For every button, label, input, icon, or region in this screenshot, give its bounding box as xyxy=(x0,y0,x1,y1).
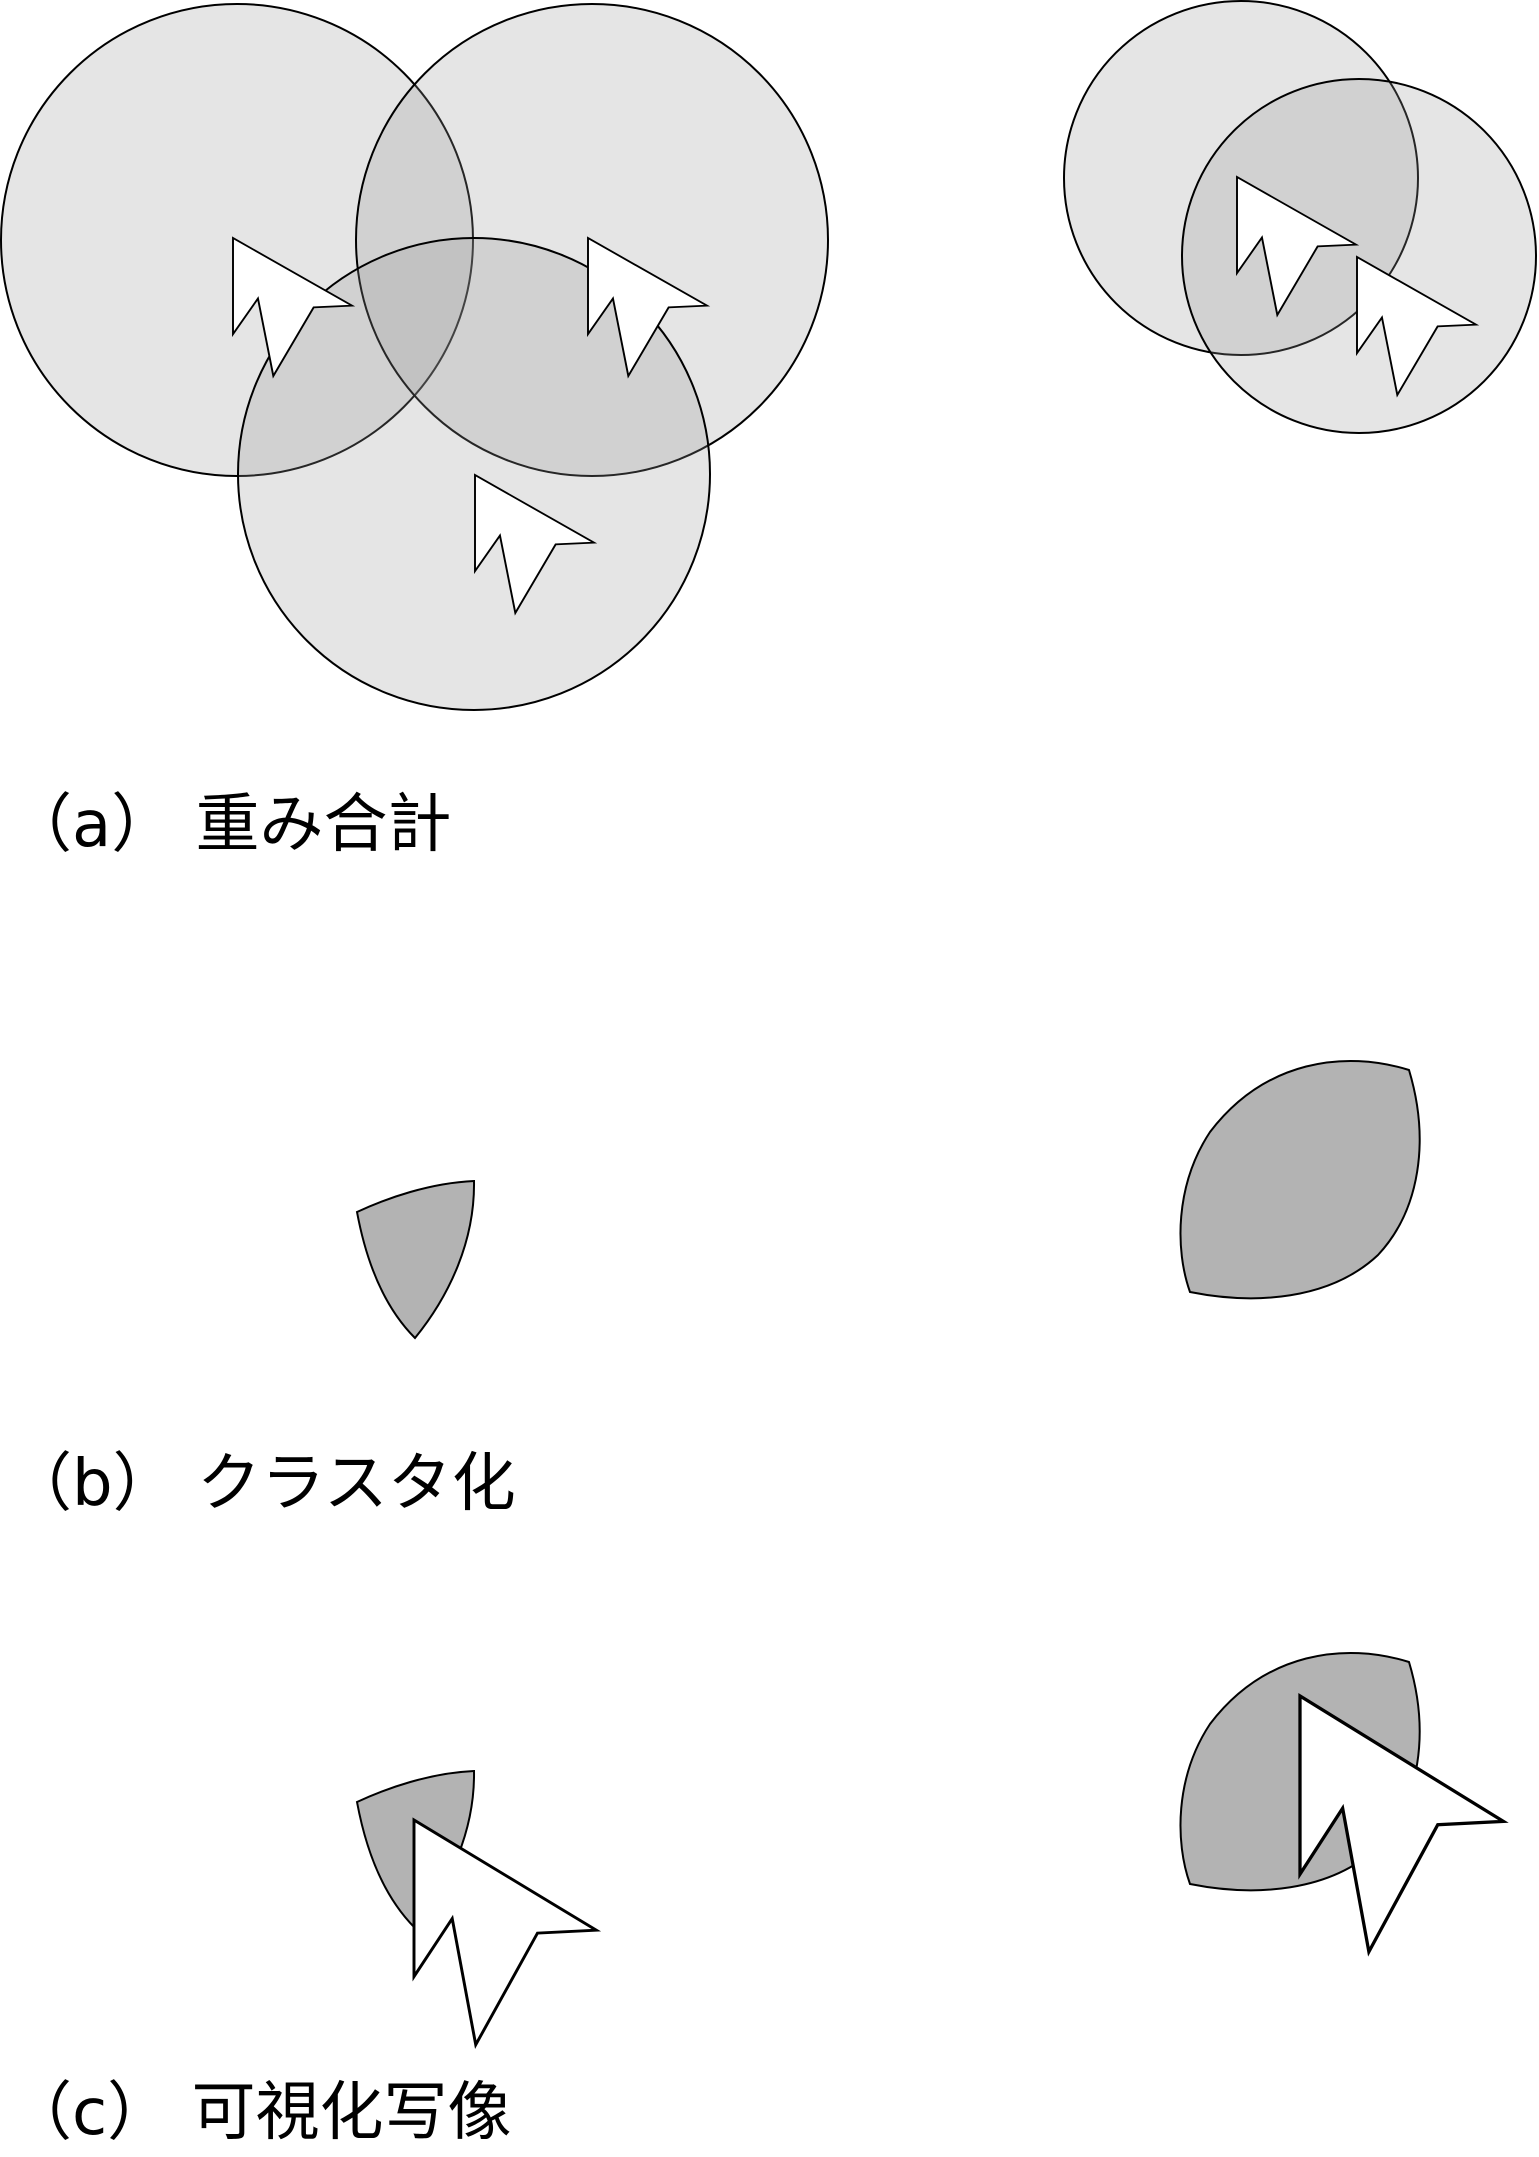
caption-a: （a） 重み合計 xyxy=(8,788,452,862)
caption-c: （c） 可視化写像 xyxy=(8,2076,512,2150)
weight-circle xyxy=(237,237,711,711)
panel-b: （b） クラスタ化 xyxy=(8,1060,1421,1521)
cluster-region-large xyxy=(1179,1060,1421,1300)
panel-a: （a） 重み合計 xyxy=(0,0,1537,862)
cursor-arrow-icon xyxy=(412,1818,598,2047)
panel-c: （c） 可視化写像 xyxy=(8,1652,1506,2150)
cluster-region-small xyxy=(355,1179,476,1340)
weight-circles-group-left xyxy=(0,3,829,711)
weight-circle xyxy=(1181,78,1537,434)
weight-circle xyxy=(1063,0,1419,356)
weight-circles-group-right xyxy=(1063,0,1537,434)
caption-b: （b） クラスタ化 xyxy=(8,1447,516,1521)
